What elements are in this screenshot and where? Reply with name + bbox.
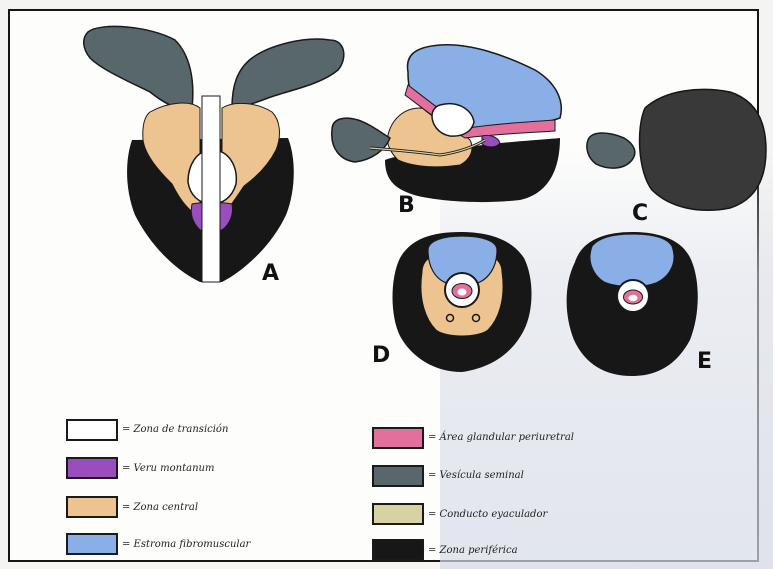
panel-d-ejaculatory-duct-left — [447, 315, 454, 322]
panel-c-drawing: C — [587, 89, 766, 226]
legend-label: = Estroma fibromuscular — [122, 539, 250, 551]
panel-d-urethra-lumen — [458, 289, 467, 296]
panel-a-drawing: A — [84, 26, 344, 286]
panel-e-label: E — [697, 349, 712, 374]
legend-swatch — [372, 539, 424, 561]
panel-d-ejaculatory-duct-right — [473, 315, 480, 322]
legend-swatch — [66, 419, 118, 441]
panel-b-label: B — [398, 193, 415, 218]
panel-e-drawing: E — [567, 232, 712, 376]
panel-a-seminal-vesicle-left — [84, 26, 193, 109]
panel-c-label: C — [632, 201, 648, 226]
panel-b-seminal-vesicle — [332, 118, 390, 162]
legend-swatch — [66, 496, 118, 518]
panel-e-urethra-lumen — [629, 295, 638, 301]
panel-c-seminal-vesicle — [587, 133, 635, 168]
legend-label: = Veru montanum — [122, 463, 214, 475]
legend-label: = Zona de transición — [122, 424, 228, 436]
legend-label: = Conducto eyaculador — [428, 509, 547, 521]
panel-a-seminal-vesicle-right — [232, 39, 344, 108]
legend-swatch — [66, 533, 118, 555]
legend-label: = Área glandular periuretral — [428, 432, 574, 444]
legend-swatch — [372, 465, 424, 487]
panel-e-fibromuscular-stroma — [590, 234, 674, 287]
legend-label: = Zona periférica — [428, 545, 518, 557]
legend-swatch — [372, 427, 424, 449]
panel-a-urethra — [202, 96, 220, 282]
panel-c-prostate — [640, 89, 766, 210]
legend-swatch — [66, 457, 118, 479]
panel-d-label: D — [372, 343, 390, 368]
legend-swatch — [372, 503, 424, 525]
legend-label: = Zona central — [122, 502, 198, 514]
panel-a-label: A — [262, 261, 279, 286]
panel-d-drawing: D — [372, 232, 532, 372]
legend-label: = Vesícula seminal — [428, 470, 524, 482]
panel-b-drawing: B — [332, 45, 562, 218]
